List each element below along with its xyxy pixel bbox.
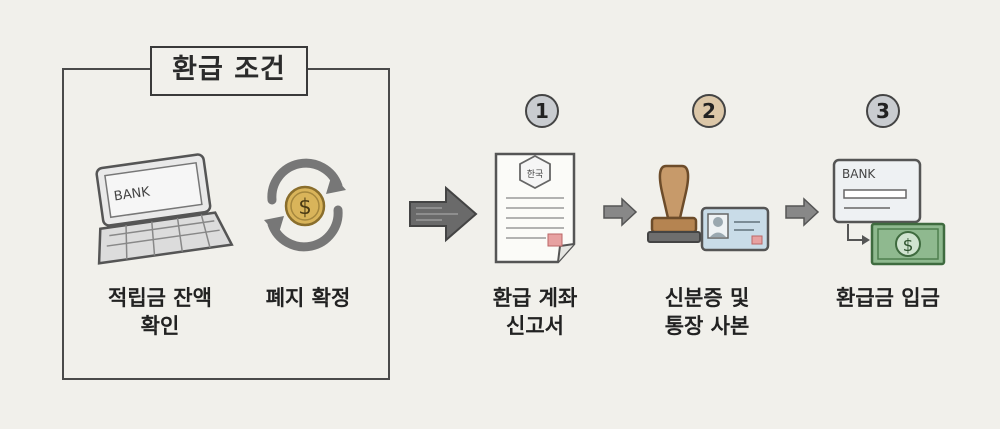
document-seal-text: 한국 [527,169,544,180]
bank-transfer-icon: BANK $ [832,158,946,266]
stamp-id-card-icon [647,164,770,252]
condition-label-balance: 적립금 잔액 확인 [108,286,212,338]
step-badge-1: 1 [525,94,559,128]
small-arrow-icon [603,197,638,227]
dollar-cycle-icon: $ [264,158,346,252]
step-label-3: 환급금 입금 [836,286,940,310]
dollar-symbol: $ [298,195,311,219]
condition-box-title: 환급 조건 [150,46,308,96]
step-label-1: 환급 계좌 신고서 [492,286,578,338]
condition-label-abolition: 폐지 확정 [265,286,351,310]
step-badge-2: 2 [692,94,726,128]
big-arrow-icon [409,185,478,243]
money-symbol: $ [903,236,914,256]
small-arrow-icon-2 [785,197,820,227]
document-icon: 한국 [494,152,576,264]
laptop-bank-text: BANK [113,185,151,205]
step-label-2: 신분증 및 통장 사본 [664,286,750,338]
step-badge-3: 3 [866,94,900,128]
bank-card-text: BANK [842,167,876,181]
laptop-bank-icon: BANK [95,153,234,265]
